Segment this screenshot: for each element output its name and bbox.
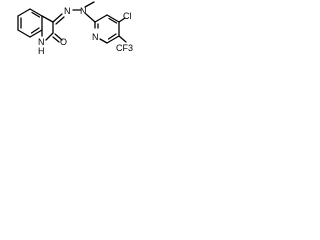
pyridine-ring	[94, 14, 120, 44]
methyl-bond	[84, 1, 95, 8]
double-bond-line	[30, 27, 40, 34]
atom-label-chlorine: Cl	[123, 11, 132, 21]
imine-double-bond	[55, 16, 65, 25]
bond	[17, 8, 31, 17]
benzene-ring	[17, 8, 43, 38]
imine-double-bond	[52, 13, 63, 23]
atom-label-cf3: CF3	[116, 43, 133, 53]
bond	[106, 14, 120, 23]
bond	[106, 35, 120, 44]
bond	[41, 15, 54, 23]
atom-label-nh: N	[38, 37, 45, 47]
bond	[94, 14, 108, 23]
cf3-bond	[118, 35, 127, 43]
bond	[45, 32, 54, 41]
double-bond-line	[107, 33, 117, 40]
atom-label-oxygen: O	[60, 37, 67, 47]
double-bond-line	[31, 11, 41, 18]
n-aryl-bond	[85, 13, 96, 23]
chemical-structure-diagram: N H O N N N Cl CF3	[17, 1, 133, 56]
carbonyl-bond	[52, 36, 60, 43]
double-bond-line	[108, 17, 118, 24]
atom-label-h: H	[38, 46, 45, 56]
carbonyl-bond	[54, 33, 63, 41]
bond	[29, 29, 43, 38]
atom-label-hydrazone-n: N	[64, 6, 71, 16]
lactam-ring	[41, 15, 54, 41]
bond	[99, 38, 108, 44]
atom-label-methyl-n: N	[80, 6, 87, 16]
chloro-bond	[118, 17, 126, 23]
bond	[29, 8, 43, 17]
atom-label-pyridine-n: N	[92, 32, 99, 42]
bond	[17, 29, 31, 38]
